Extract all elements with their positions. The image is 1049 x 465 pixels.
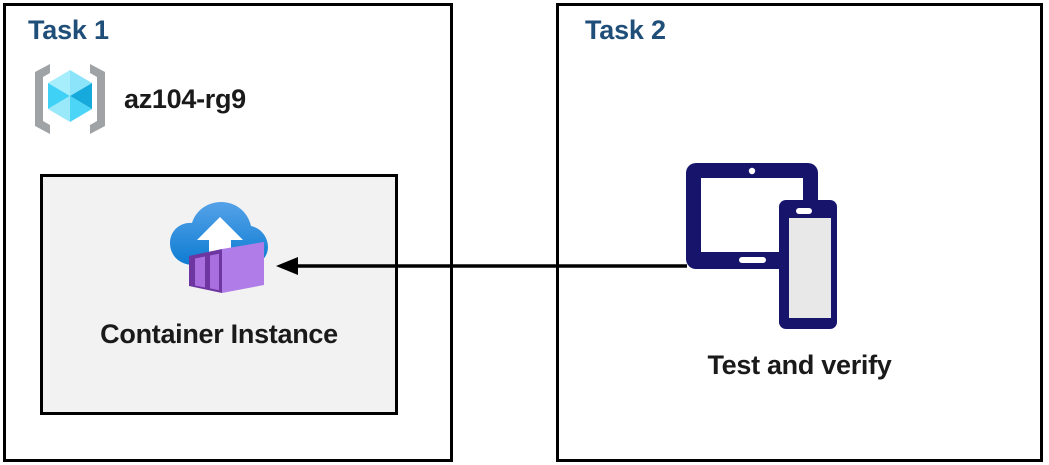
azure-resource-group-icon [30, 60, 110, 138]
panel-title-task-2: Task 2 [585, 15, 666, 45]
panel-task-1 [3, 3, 453, 462]
panel-task-2 [556, 3, 1043, 462]
resource-group-row: az104-rg9 [30, 60, 246, 138]
panel-title-task-1: Task 1 [28, 15, 109, 45]
resource-group-label: az104-rg9 [124, 83, 246, 114]
container-instance-box: Container Instance [40, 174, 398, 415]
test-and-verify-label: Test and verify [707, 350, 892, 380]
container-instance-label: Container Instance [100, 319, 338, 349]
